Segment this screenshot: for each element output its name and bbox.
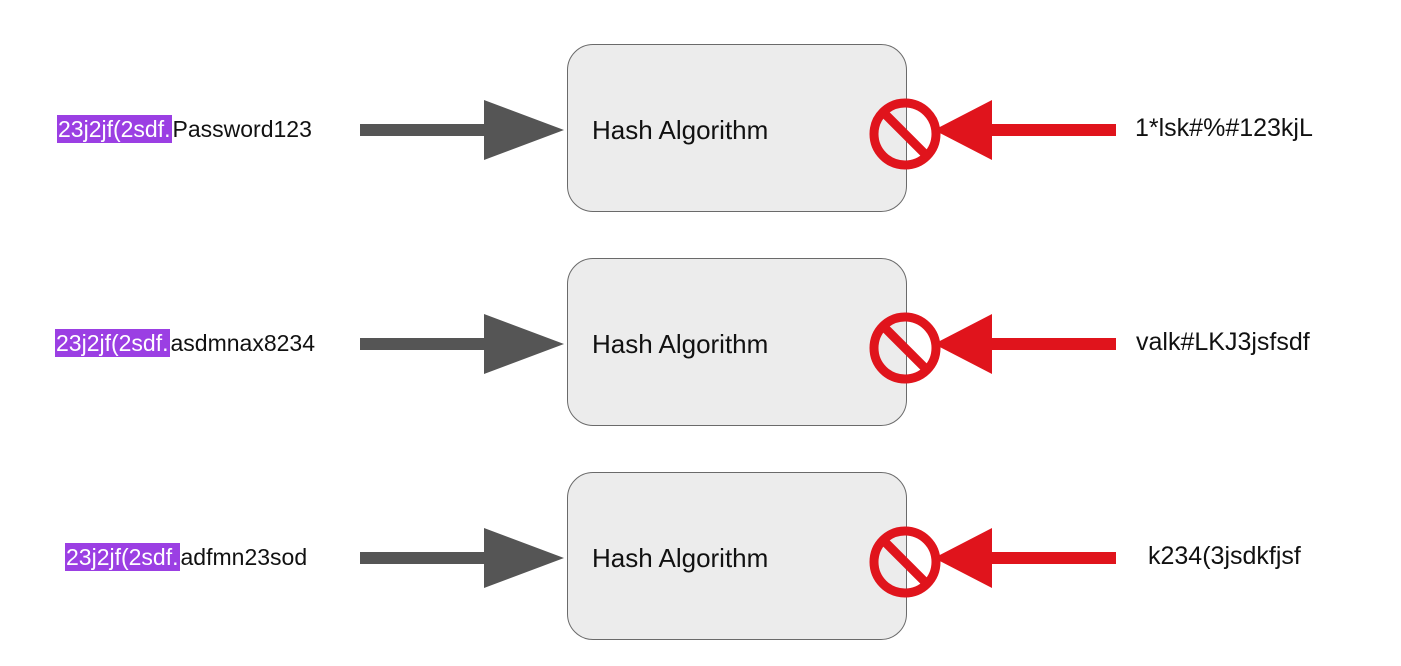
- salted-input-2: 23j2jf(2sdf.asdmnax8234: [55, 329, 316, 357]
- hash-output: k234(3jsdkfjsf: [1148, 542, 1301, 570]
- salt-highlight: 23j2jf(2sdf.: [65, 543, 180, 571]
- no-entry-icon: [869, 98, 941, 170]
- hash-output: valk#LKJ3jsfsdf: [1136, 328, 1310, 356]
- hash-output: 1*lsk#%#123kjL: [1135, 114, 1313, 142]
- hash-row-3: 23j2jf(2sdf.adfmn23sod Hash Algorithm k2…: [0, 472, 1401, 642]
- no-entry-icon: [869, 526, 941, 598]
- reverse-arrow: [934, 528, 1116, 588]
- box-label: Hash Algorithm: [592, 543, 769, 573]
- password-text: Password123: [172, 115, 312, 142]
- hash-row-1: 23j2jf(2sdf.Password123 Hash Algorithm 1…: [0, 44, 1401, 214]
- salt-highlight: 23j2jf(2sdf.: [55, 329, 170, 357]
- reverse-arrow: [934, 314, 1116, 374]
- box-label: Hash Algorithm: [592, 329, 769, 359]
- box-label: Hash Algorithm: [592, 115, 769, 145]
- password-text: adfmn23sod: [180, 543, 308, 570]
- input-arrow: [360, 100, 564, 160]
- salted-input-1: 23j2jf(2sdf.Password123: [57, 115, 312, 143]
- hash-algorithm-box: Hash Algorithm: [567, 44, 907, 212]
- salt-highlight: 23j2jf(2sdf.: [57, 115, 172, 143]
- hash-row-2: 23j2jf(2sdf.asdmnax8234 Hash Algorithm v…: [0, 258, 1401, 428]
- hash-algorithm-box: Hash Algorithm: [567, 258, 907, 426]
- input-arrow: [360, 314, 564, 374]
- hash-algorithm-box: Hash Algorithm: [567, 472, 907, 640]
- salted-input-3: 23j2jf(2sdf.adfmn23sod: [65, 543, 308, 571]
- reverse-arrow: [934, 100, 1116, 160]
- input-arrow: [360, 528, 564, 588]
- no-entry-icon: [869, 312, 941, 384]
- password-text: asdmnax8234: [170, 329, 316, 356]
